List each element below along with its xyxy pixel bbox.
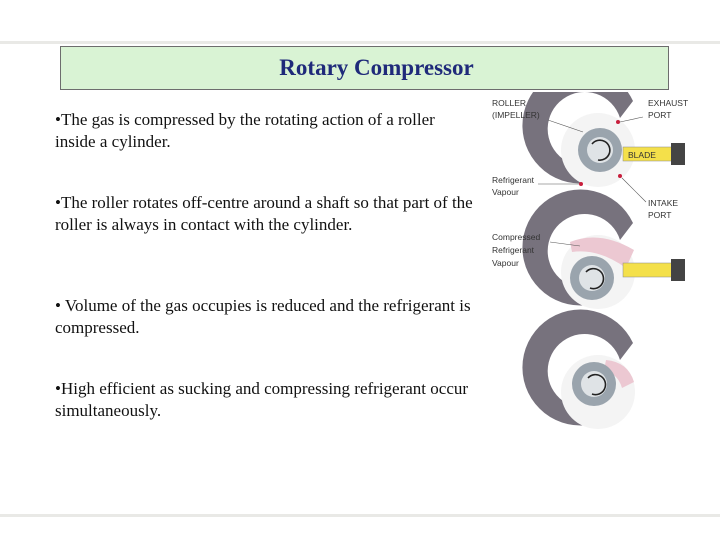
label-impeller: (IMPELLER) — [492, 110, 540, 120]
title-box: Rotary Compressor — [60, 46, 669, 90]
label-exhaust: EXHAUST — [648, 98, 688, 108]
stage-3-compressor — [522, 309, 635, 429]
casing-3 — [522, 309, 633, 426]
point-1a — [616, 120, 620, 124]
stage-1-compressor — [522, 92, 685, 203]
stage-2-compressor — [522, 189, 685, 309]
blade-housing-2 — [671, 259, 685, 281]
bottom-rule — [0, 514, 720, 517]
bullet-3: • Volume of the gas occupies is reduced … — [55, 296, 471, 337]
rotary-compressor-diagram: ROLLER (IMPELLER) EXHAUST PORT BLADE Ref… — [492, 92, 688, 429]
blade-housing-1 — [671, 143, 685, 165]
label-roller: ROLLER — [492, 98, 526, 108]
slide-title: Rotary Compressor — [279, 55, 474, 80]
compressed-gas-2 — [570, 237, 634, 268]
top-rule — [0, 41, 720, 44]
label-compressed-vapour: Vapour — [492, 258, 519, 268]
label-vapour: Vapour — [492, 187, 519, 197]
bullet-1: •The gas is compressed by the rotating a… — [55, 110, 435, 151]
label-compressed-refrigerant: Refrigerant — [492, 245, 535, 255]
label-blade: BLADE — [628, 150, 656, 160]
point-1b — [579, 182, 583, 186]
bullet-4: •High efficient as sucking and compressi… — [55, 379, 469, 420]
point-1c — [618, 174, 622, 178]
label-compressed: Compressed — [492, 232, 540, 242]
label-intake: INTAKE — [648, 198, 678, 208]
label-refrigerant: Refrigerant — [492, 175, 535, 185]
rotation-arrow-1 — [591, 139, 611, 161]
casing-2 — [522, 189, 633, 306]
label-intake-port: PORT — [648, 210, 671, 220]
blade-2 — [622, 262, 674, 278]
compressed-gas-3 — [604, 360, 634, 388]
rotation-arrow-2 — [585, 267, 605, 290]
label-exhaust-port: PORT — [648, 110, 671, 120]
rotation-arrow-3 — [587, 373, 607, 396]
bullet-2: •The roller rotates off-centre around a … — [55, 193, 473, 234]
